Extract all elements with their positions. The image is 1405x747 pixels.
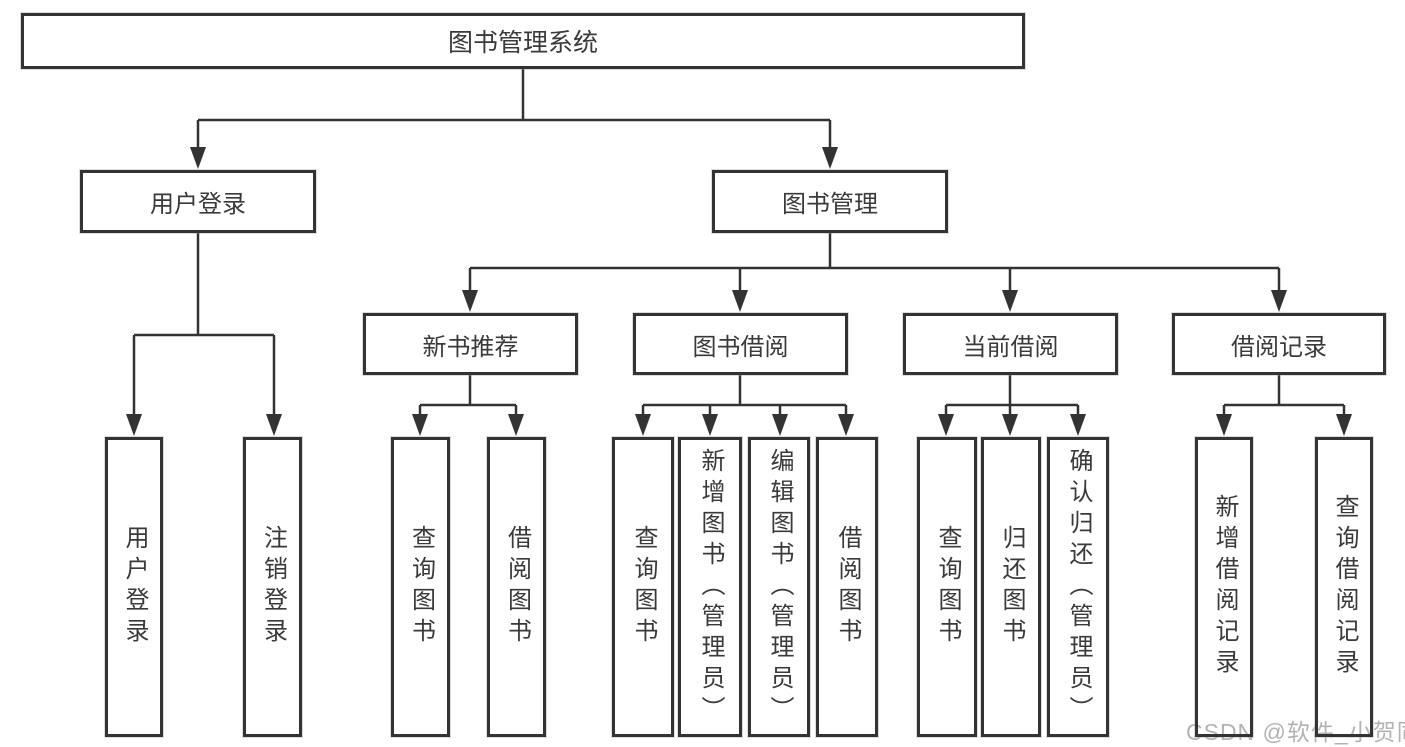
- node-book-borrow: 图书借阅: [633, 313, 848, 375]
- leaf-query-book-1: 查询图书: [391, 437, 450, 737]
- leaf-add-book-admin: 新增图书（管理员）: [678, 437, 742, 737]
- node-current-borrow: 当前借阅: [903, 313, 1118, 375]
- node-borrow-records: 借阅记录: [1172, 313, 1386, 375]
- arrowhead-icons: [126, 147, 1352, 436]
- csdn-watermark: CSDN @软件_小贺同学: [1186, 719, 1405, 745]
- leaf-borrow-book-1: 借阅图书: [487, 437, 546, 737]
- leaf-borrow-book-2: 借阅图书: [816, 437, 878, 737]
- node-user-login: 用户登录: [80, 170, 316, 233]
- leaf-query-borrow-record: 查询借阅记录: [1315, 437, 1373, 737]
- leaf-user-login: 用户登录: [105, 437, 163, 737]
- leaf-edit-book-admin: 编辑图书（管理员）: [748, 437, 810, 737]
- leaf-query-book-3: 查询图书: [917, 437, 977, 737]
- node-new-book-recommend: 新书推荐: [363, 313, 578, 375]
- leaf-logout-login: 注销登录: [243, 437, 302, 737]
- node-library-management-system: 图书管理系统: [21, 13, 1025, 69]
- leaf-return-book: 归还图书: [981, 437, 1041, 737]
- node-book-management: 图书管理: [712, 170, 948, 233]
- leaf-confirm-return-admin: 确认归还（管理员）: [1047, 437, 1109, 737]
- leaf-add-borrow-record: 新增借阅记录: [1195, 437, 1253, 737]
- leaf-query-book-2: 查询图书: [612, 437, 674, 737]
